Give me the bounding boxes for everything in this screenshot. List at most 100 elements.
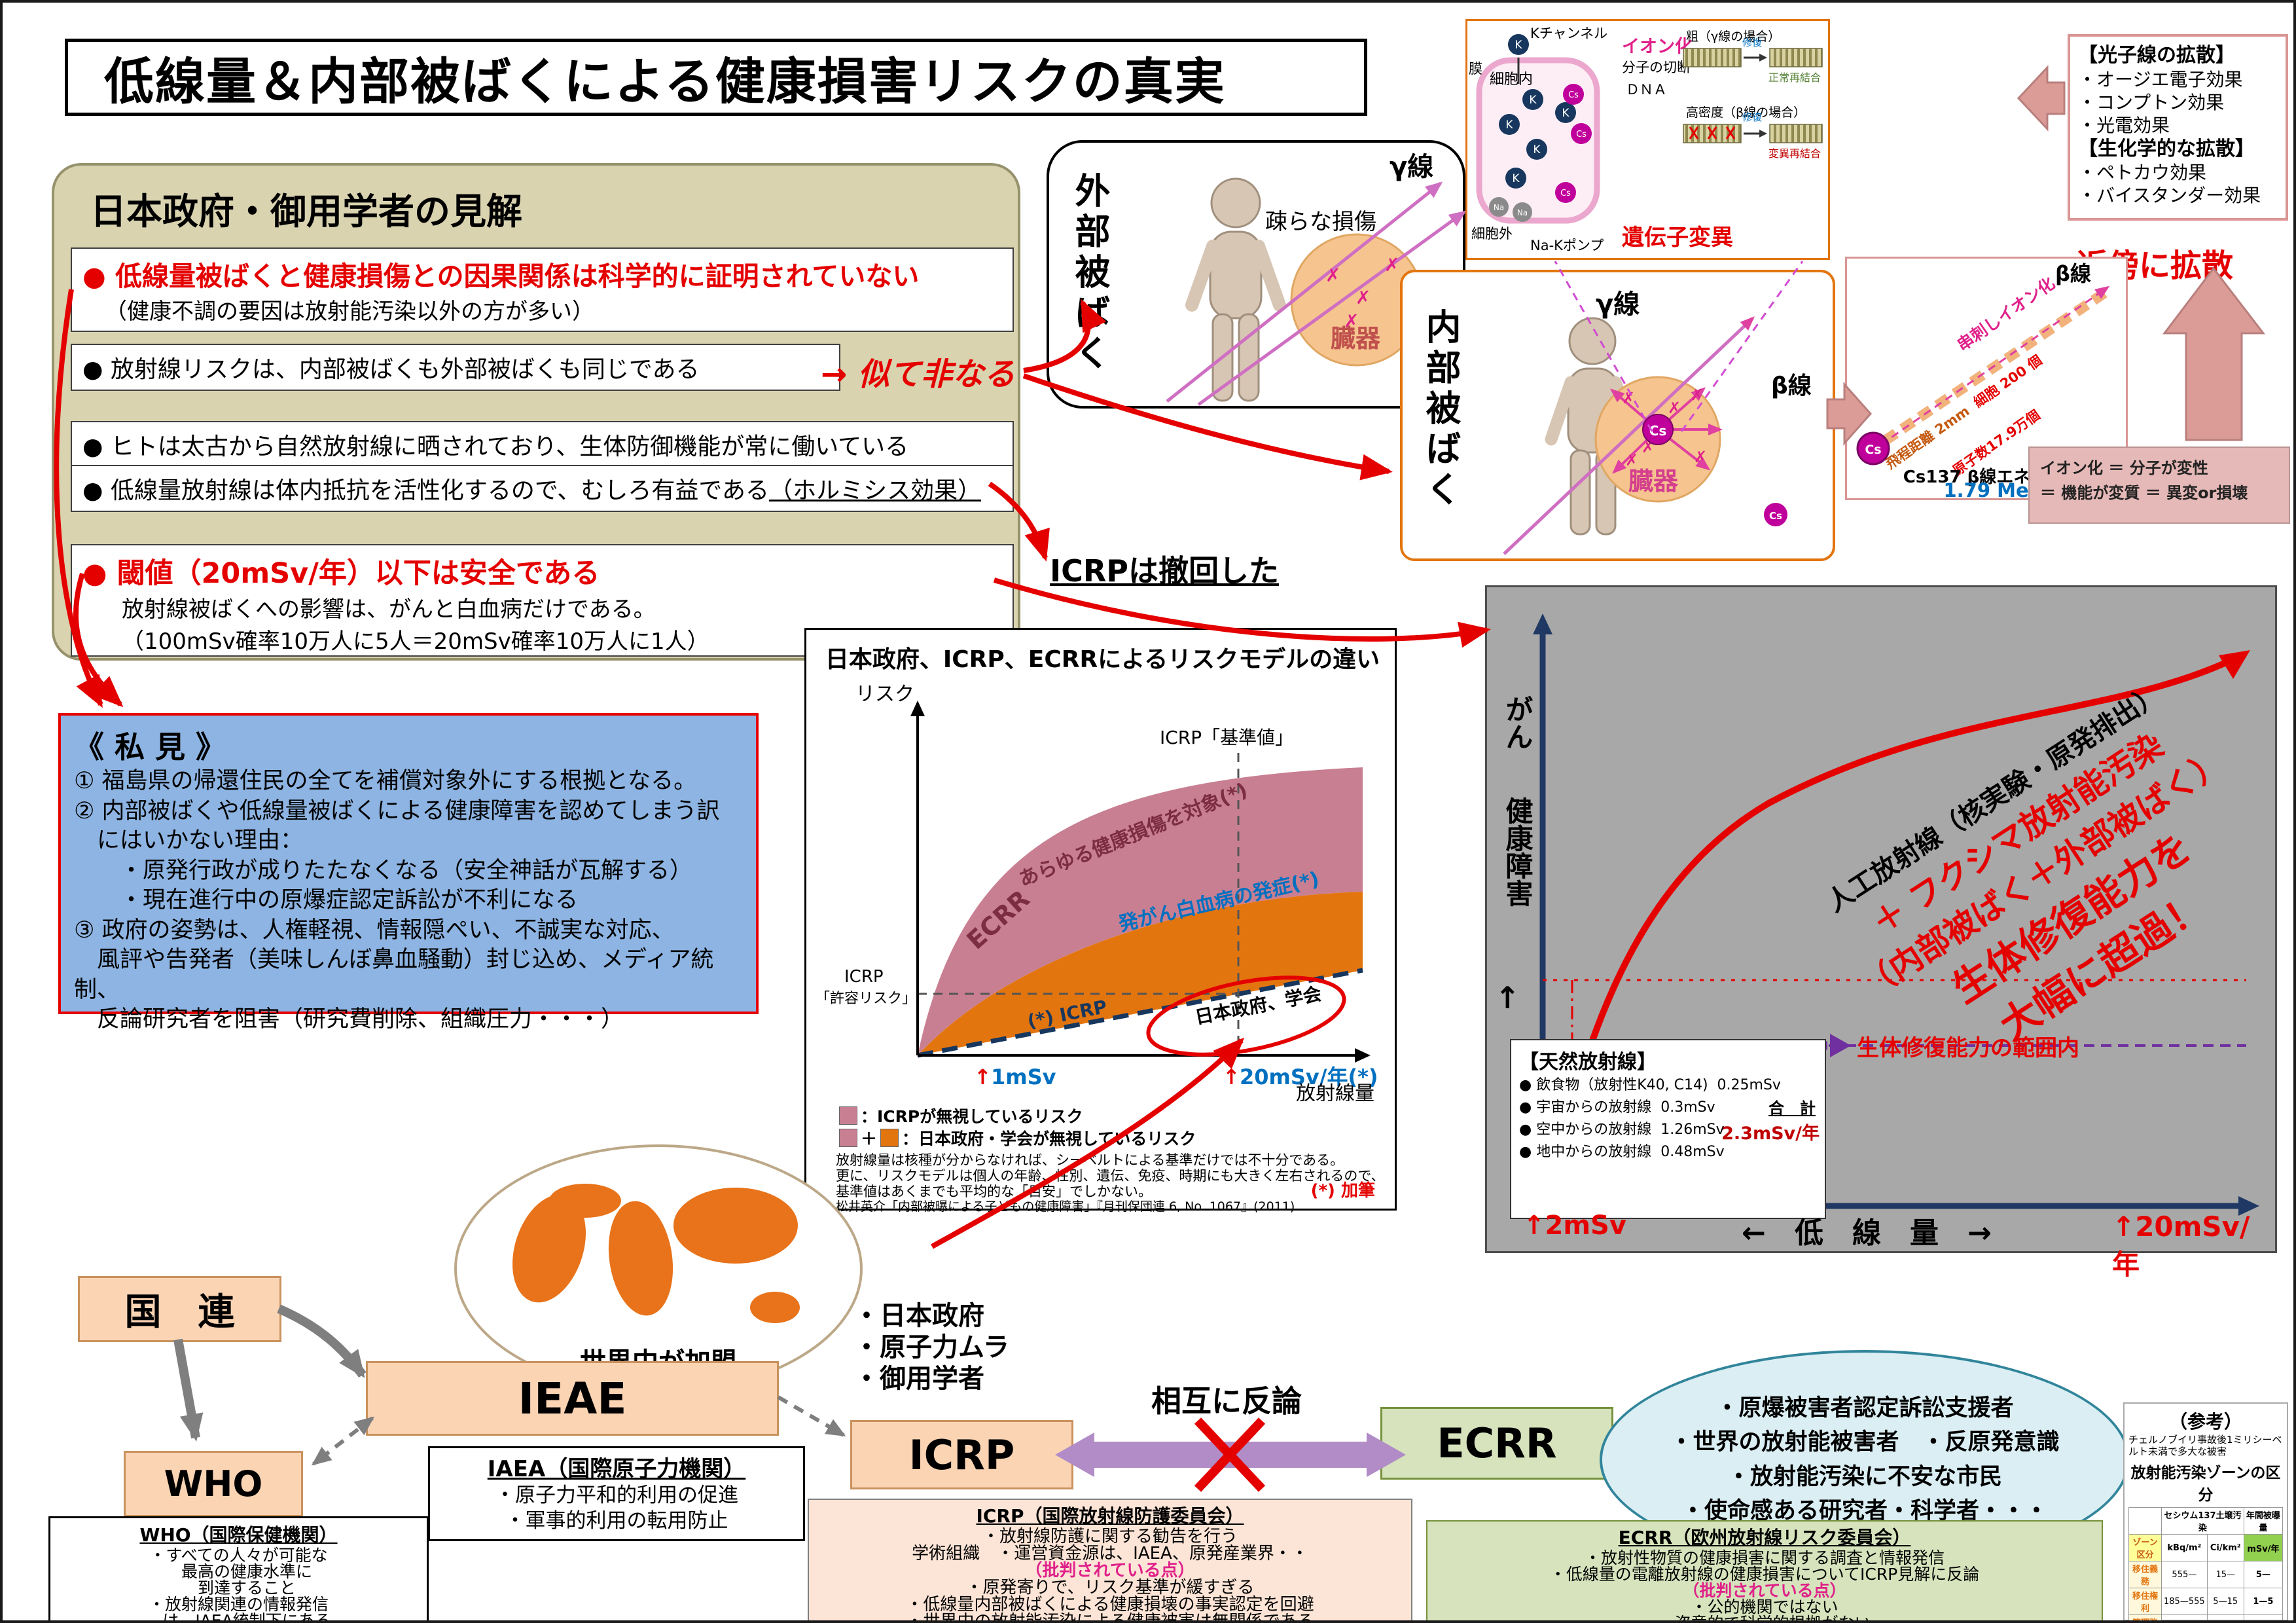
- svg-text:✗: ✗: [1691, 386, 1704, 404]
- risk-model-plot: リスク ICRP「基準値」 ICRP 「許容リスク」 ECRR あらゆる健康損傷…: [816, 683, 1378, 1101]
- svg-text:✗: ✗: [1668, 399, 1681, 417]
- natural-row: ● 飲食物（放射性K40, C14)0.25mSv: [1519, 1077, 1781, 1093]
- zone-table: セシウム137土壌汚染 年間被曝量 ゾーン区分 kBq/m² Ci/km² mS…: [2128, 1507, 2284, 1620]
- zone-row: 管理強化 37—185 1—5 0.5—1: [2128, 1614, 2284, 1620]
- molecule-cut-label: 分子の切断: [1622, 60, 1691, 75]
- svg-text:K: K: [1533, 143, 1541, 156]
- x-axis-low-dose: ← 低 線 量 →: [1742, 1216, 1992, 1250]
- opinion-line: ① 福島県の帰還住民の全てを補償対象外にする根拠となる。: [74, 768, 697, 794]
- internal-exposure-figure: γ線 ✗✗✗ ✗✗✗ Cs 臓器 β線 Cs: [1503, 289, 1812, 555]
- svg-text:Cs: Cs: [1568, 90, 1579, 100]
- risk-x-label: 放射線量: [1296, 1082, 1374, 1101]
- ionization-meaning-box: イオン化 ＝ 分子が変性 ＝ 機能が変質 ＝ 異変or損壊: [2028, 447, 2290, 524]
- svg-text:K: K: [1562, 107, 1570, 120]
- red-x-icon: [1194, 1417, 1266, 1492]
- risk-legend-1: ：ICRPが無視しているリスク: [836, 1104, 1083, 1127]
- svg-text:✗: ✗: [1384, 254, 1399, 276]
- k-channel-label: Kチャンネル: [1530, 26, 1607, 41]
- svg-text:Cs: Cs: [1769, 510, 1782, 522]
- svg-text:Cs: Cs: [1865, 443, 1881, 457]
- world-map-shapes: [512, 1184, 800, 1323]
- reference-title: （参考）: [2168, 1411, 2242, 1432]
- curve-arrow-head: [2219, 650, 2250, 679]
- natural-radiation-box: 【天然放射線】 ● 飲食物（放射性K40, C14)0.25mSv ● 宇宙から…: [1510, 1039, 1826, 1219]
- pink-legend-swatch: [839, 1129, 857, 1147]
- icrp-detail-box: ICRP（国際放射線防護委員会） ・放射線防護に関する勧告を行う 学術組織 ・運…: [808, 1499, 1412, 1620]
- hormesis-underlined: （ホルミシス効果）: [769, 477, 982, 504]
- y-axis-label-health: 健康障害: [1501, 797, 1534, 907]
- mutant-recombine-label: 変異再結合: [1768, 147, 1821, 160]
- repair-capacity-label: 生体修復能力の範囲内: [1857, 1035, 2079, 1061]
- ecrr-risk-area: [918, 767, 1363, 1055]
- external-exposure-box: 外部被ばく ✗✗✗✗ γ線 疎らな損傷 臓器: [1047, 140, 1467, 409]
- normal-recombine-label: 正常再結合: [1768, 71, 1821, 84]
- beta-range-box: β線 串刺しイオン化 飛程距離 2mm 細胞 200 個 原子数17.9万個 C…: [1845, 257, 2128, 501]
- world-membership-cloud: 世界中が加盟: [451, 1140, 867, 1397]
- gov-bullet-1: ● 低線量被ばくと健康損傷との因果関係は科学的に証明されていない （健康不調の要…: [71, 247, 1014, 332]
- sodium-ions: Na Na: [1489, 197, 1532, 222]
- dose-group-header: 年間被曝量: [2243, 1507, 2284, 1535]
- sparse-gamma-label: 粗（γ線の場合）: [1686, 29, 1780, 44]
- exposure-graph-panel: がん 健康障害 ↑ 人工放射線（核実験・原発排出） ＋ フクシマ放射能汚染 （内…: [1485, 585, 2277, 1281]
- membrane-label: 膜: [1469, 61, 1482, 77]
- opinion-line: にはいかない理由：: [74, 828, 304, 854]
- gov-bullet-4-main: ● 低線量放射線は体内抵抗を活性化するので、むしろ有益である（ホルミシス効果）: [82, 477, 982, 504]
- dna-label: ＤＮＡ: [1626, 82, 1667, 98]
- photon-spread-box: 【光子線の拡散】 ・オージエ電子効果 ・コンプトン効果 ・光電効果 【生化学的な…: [2068, 34, 2288, 221]
- cell-dna-diagram-box: K K K K K K Cs Cs Cs Na Na Kチャンネル 膜 細胞内 …: [1465, 19, 1830, 260]
- svg-text:↑: ↑: [1223, 1065, 1240, 1089]
- who-detail-box: WHO（国際保健機関） ・すべての人々が可能な 最高の健康水準に 到達すること …: [48, 1516, 429, 1620]
- svg-text:Na: Na: [1517, 208, 1528, 217]
- x-axis-20msv: ↑20mSv/年: [2112, 1211, 2250, 1281]
- svg-text:✗: ✗: [1622, 389, 1635, 407]
- repair-label: 修復: [1742, 37, 1762, 48]
- beta-label: β線: [1771, 373, 1812, 399]
- reference-subtitle: チェルノブイリ事故後1ミリシーベルト未満で多大な被害: [2128, 1434, 2282, 1457]
- gov-bullet-5-sub2: （100mSv確率10万人に5人＝20mSv確率10万人に1人）: [122, 629, 709, 655]
- icrp-criticism-heading: （批判されている点）: [1025, 1561, 1195, 1580]
- external-exposure-figure: ✗✗✗✗ γ線 疎らな損傷 臓器: [1166, 152, 1467, 407]
- gene-mutation-label: 遺伝子変異: [1622, 225, 1733, 251]
- reference-panel: （参考） チェルノブイリ事故後1ミリシーベルト未満で多大な被害 放射能汚染ゾーン…: [2123, 1402, 2288, 1620]
- ecrr-detail-box: ECRR（欧州放射線リスク委員会） ・放射性物質の健康損害に関する調査と情報発信…: [1426, 1520, 2103, 1620]
- svg-text:K: K: [1515, 39, 1522, 52]
- zone-row: 移住義務 555— 15— 5—: [2128, 1561, 2284, 1588]
- rising-exposure-curve: [1546, 656, 2235, 1201]
- organ-label: 臓器: [1331, 324, 1381, 353]
- risk-y-label: リスク: [855, 683, 914, 706]
- svg-text:Na: Na: [1494, 203, 1504, 212]
- un-box: 国 連: [78, 1276, 281, 1342]
- pink-legend-swatch: [839, 1106, 857, 1125]
- risk-chart-title: 日本政府、ICRP、ECRRによるリスクモデルの違い: [825, 646, 1380, 673]
- y-axis-label-cancer: がん: [1501, 695, 1534, 750]
- internal-exposure-box: 内部被ばく γ線 ✗✗✗ ✗✗✗: [1400, 270, 1835, 561]
- purple-arrow-head: [1830, 1034, 1851, 1057]
- icrp-withdrew-label: ICRPは撤回した: [1050, 553, 1280, 589]
- gamma-label: γ線: [1596, 289, 1640, 319]
- page-title-box: 低線量＆内部被ばくによる健康損害リスクの真実: [65, 39, 1367, 116]
- icrp-members-list: ・日本政府 ・原子力ムラ ・御用学者: [853, 1301, 1009, 1394]
- beta-range-diagram: β線 串刺しイオン化 飛程距離 2mm 細胞 200 個 原子数17.9万個 C…: [1856, 261, 2112, 501]
- organ-label: 臓器: [1628, 467, 1679, 496]
- arrow-to-cell-diagram: [2017, 65, 2066, 132]
- dense-beta-label: 高密度（β線の場合）: [1686, 105, 1806, 120]
- opinion-line: ③ 政府の姿勢は、人権軽視、情報隠ぺい、不誠実な対応、: [74, 917, 675, 943]
- dna-strand: [1769, 124, 1823, 143]
- cesium-label: Cs: [1649, 423, 1667, 439]
- icrp-risk-area: [918, 892, 1363, 1055]
- svg-text:K: K: [1529, 94, 1537, 107]
- gov-bullet-5-sub1: 放射線被ばくへの影響は、がんと白血病だけである。: [122, 596, 656, 623]
- gov-bullet-2: ● 放射線リスクは、内部被ばくも外部被ばくも同じである: [71, 344, 840, 391]
- gov-bullet-5: ● 閾値（20mSv/年）以下は安全である 放射線被ばくへの影響は、がんと白血病…: [71, 544, 1014, 657]
- svg-text:✗: ✗: [1325, 264, 1340, 286]
- government-view-panel: 日本政府・御用学者の見解 ● 低線量被ばくと健康損傷との因果関係は科学的に証明さ…: [52, 163, 1020, 661]
- outside-cell-label: 細胞外: [1471, 226, 1513, 242]
- gov-bullet-3-main: ● ヒトは太古から自然放射線に晒されており、生体防御機能が常に働いている: [82, 433, 909, 460]
- svg-text:Cs: Cs: [1576, 130, 1587, 139]
- zone-row: 移住権利 185—555 5—15 1—5: [2128, 1588, 2284, 1615]
- ecrr-org-box: ECRR: [1380, 1407, 1613, 1480]
- svg-text:✗: ✗: [1694, 448, 1707, 466]
- gov-bullet-1-main: ● 低線量被ばくと健康損傷との因果関係は科学的に証明されていない: [82, 261, 920, 292]
